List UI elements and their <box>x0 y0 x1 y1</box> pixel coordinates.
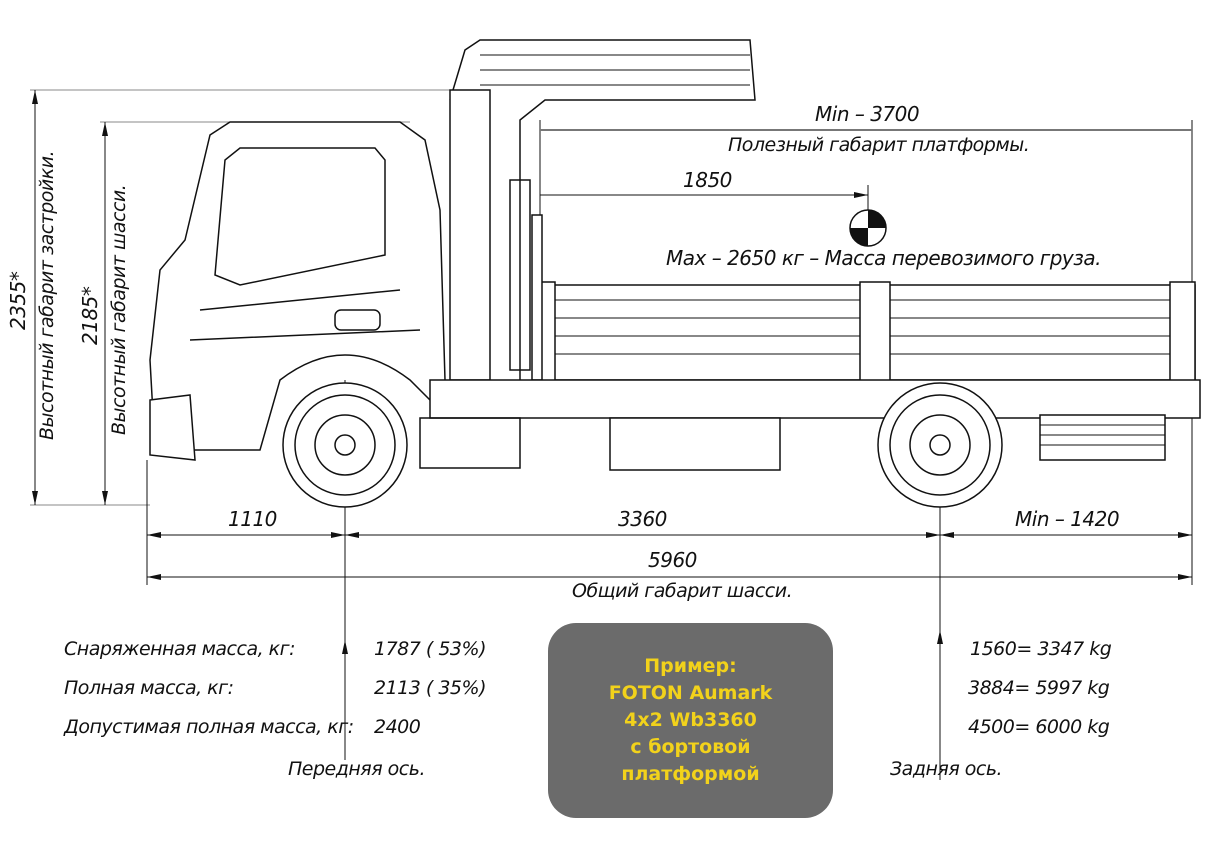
center-of-gravity-icon <box>849 209 887 247</box>
height-chassis-value: 2185* <box>78 286 102 345</box>
height-crane-value: 2355* <box>6 271 30 330</box>
rear-value-2: 3884= 5997 kg <box>968 677 1110 699</box>
total-length: 5960 <box>648 548 697 572</box>
front-value-curb: 1787 ( 53%) <box>374 638 487 660</box>
front-label-gross: Полная масса, кг: <box>64 677 234 699</box>
front-axle-caption: Передняя ось. <box>288 758 426 780</box>
front-label-curb: Снаряженная масса, кг: <box>64 638 296 660</box>
cog-distance: 1850 <box>683 168 732 192</box>
height-crane-label: Высотный габарит застройки. <box>36 150 58 440</box>
example-line: FOTON Aumark <box>608 682 773 704</box>
wheelbase: 3360 <box>618 507 667 531</box>
payload: Max – 2650 кг – Масса перевозимого груза… <box>666 246 1102 270</box>
front-value-gross: 2113 ( 35%) <box>374 677 487 699</box>
example-line: Пример: <box>644 655 737 677</box>
truck <box>149 39 1201 471</box>
example-line: с бортовой <box>630 736 751 758</box>
front-overhang: 1110 <box>228 507 277 531</box>
front-wheel <box>282 382 408 508</box>
rear-overhang: Min – 1420 <box>1015 507 1120 531</box>
front-label-permissible: Допустимая полная масса, кг: <box>64 716 354 738</box>
platform-length: Min – 3700 <box>815 102 920 126</box>
platform-label: Полезный габарит платформы. <box>728 134 1030 156</box>
total-length-label: Общий габарит шасси. <box>572 580 793 602</box>
height-chassis-label: Высотный габарит шасси. <box>108 184 130 435</box>
front-value-permissible: 2400 <box>374 716 421 738</box>
rear-value-1: 1560= 3347 kg <box>970 638 1112 660</box>
rear-axle-caption: Задняя ось. <box>890 758 1003 780</box>
rear-wheel <box>877 382 1003 508</box>
example-box: Пример: FOTON Aumark 4x2 Wb3360 с бортов… <box>548 623 833 818</box>
example-line: платформой <box>621 763 760 785</box>
example-line: 4x2 Wb3360 <box>624 709 757 731</box>
rear-value-3: 4500= 6000 kg <box>968 716 1110 738</box>
